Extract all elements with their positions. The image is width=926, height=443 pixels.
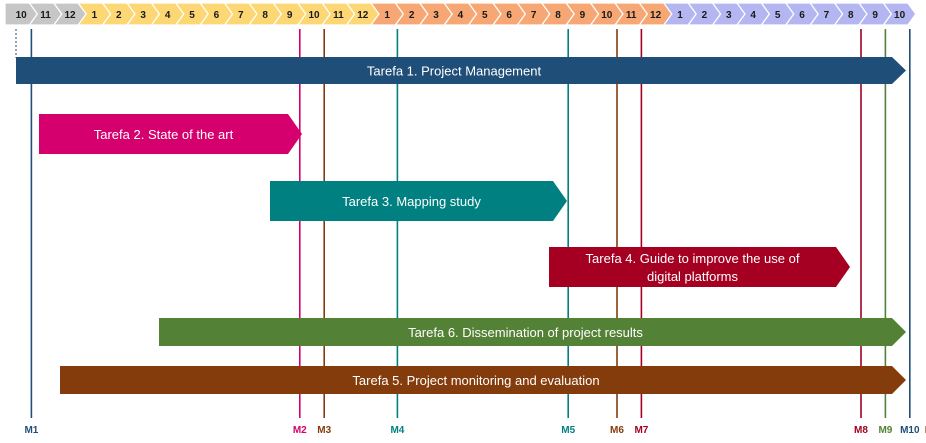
milestone-label: M10 [900, 425, 920, 436]
month-label: 1 [92, 10, 98, 21]
task-bar [159, 318, 906, 346]
month-label: 10 [16, 10, 28, 21]
month-label: 2 [702, 10, 708, 21]
month-label: 5 [482, 10, 488, 21]
month-label: 4 [750, 10, 756, 21]
month-label: 10 [601, 10, 613, 21]
milestone-label: M6 [610, 425, 624, 436]
milestone-labels: M1 M2 M3 M4 M5 M6 M7 M8 M9 M10 M11 [24, 425, 926, 436]
milestone-label: M8 [854, 425, 868, 436]
milestone-label: M9 [878, 425, 892, 436]
milestone-label: M7 [634, 425, 648, 436]
month-label: 2 [116, 10, 122, 21]
milestone-label: M2 [293, 425, 307, 436]
month-label: 2 [409, 10, 415, 21]
month-label: 8 [848, 10, 854, 21]
month-label: 8 [262, 10, 268, 21]
month-label: 4 [165, 10, 171, 21]
milestone-label: M1 [24, 425, 38, 436]
month-label: 3 [726, 10, 732, 21]
task-bar [60, 366, 906, 394]
month-label: 7 [531, 10, 537, 21]
task-bar [270, 181, 567, 221]
task-label: Tarefa 4. Guide to improve the use of [586, 251, 800, 266]
month-label: 11 [333, 10, 344, 21]
month-label: 11 [626, 10, 637, 21]
month-label: 6 [799, 10, 805, 21]
task-label: digital platforms [647, 269, 739, 284]
month-label: 10 [308, 10, 320, 21]
month-label: 6 [214, 10, 220, 21]
task-label: Tarefa 3. Mapping study [342, 194, 481, 209]
month-label: 5 [189, 10, 195, 21]
month-label: 1 [384, 10, 390, 21]
month-label: 9 [580, 10, 586, 21]
month-label: 5 [775, 10, 781, 21]
month-label: 9 [287, 10, 293, 21]
task-bar [39, 114, 302, 154]
task-label: Tarefa 5. Project monitoring and evaluat… [352, 373, 599, 388]
milestone-lines [15, 29, 911, 418]
month-label: 12 [650, 10, 662, 21]
month-label: 1 [677, 10, 683, 21]
month-label: 10 [894, 10, 906, 21]
task-bar [16, 57, 906, 84]
month-label: 9 [872, 10, 878, 21]
month-label: 7 [824, 10, 830, 21]
task-bar [549, 247, 850, 287]
task-label: Tarefa 6. Dissemination of project resul… [408, 325, 643, 340]
month-label: 4 [458, 10, 464, 21]
month-label: 6 [506, 10, 512, 21]
month-label: 3 [140, 10, 146, 21]
milestone-label: M5 [561, 425, 575, 436]
milestone-label: M3 [317, 425, 331, 436]
task-label: Tarefa 1. Project Management [367, 64, 542, 79]
month-label: 11 [40, 10, 51, 21]
month-label: 7 [238, 10, 244, 21]
month-label: 8 [555, 10, 561, 21]
milestone-label: M4 [390, 425, 404, 436]
month-label: 3 [433, 10, 439, 21]
task-label: Tarefa 2. State of the art [94, 127, 234, 142]
month-chevron [882, 2, 917, 26]
month-label: 12 [357, 10, 369, 21]
milestone-label: M11 [925, 425, 926, 436]
month-label: 12 [64, 10, 76, 21]
